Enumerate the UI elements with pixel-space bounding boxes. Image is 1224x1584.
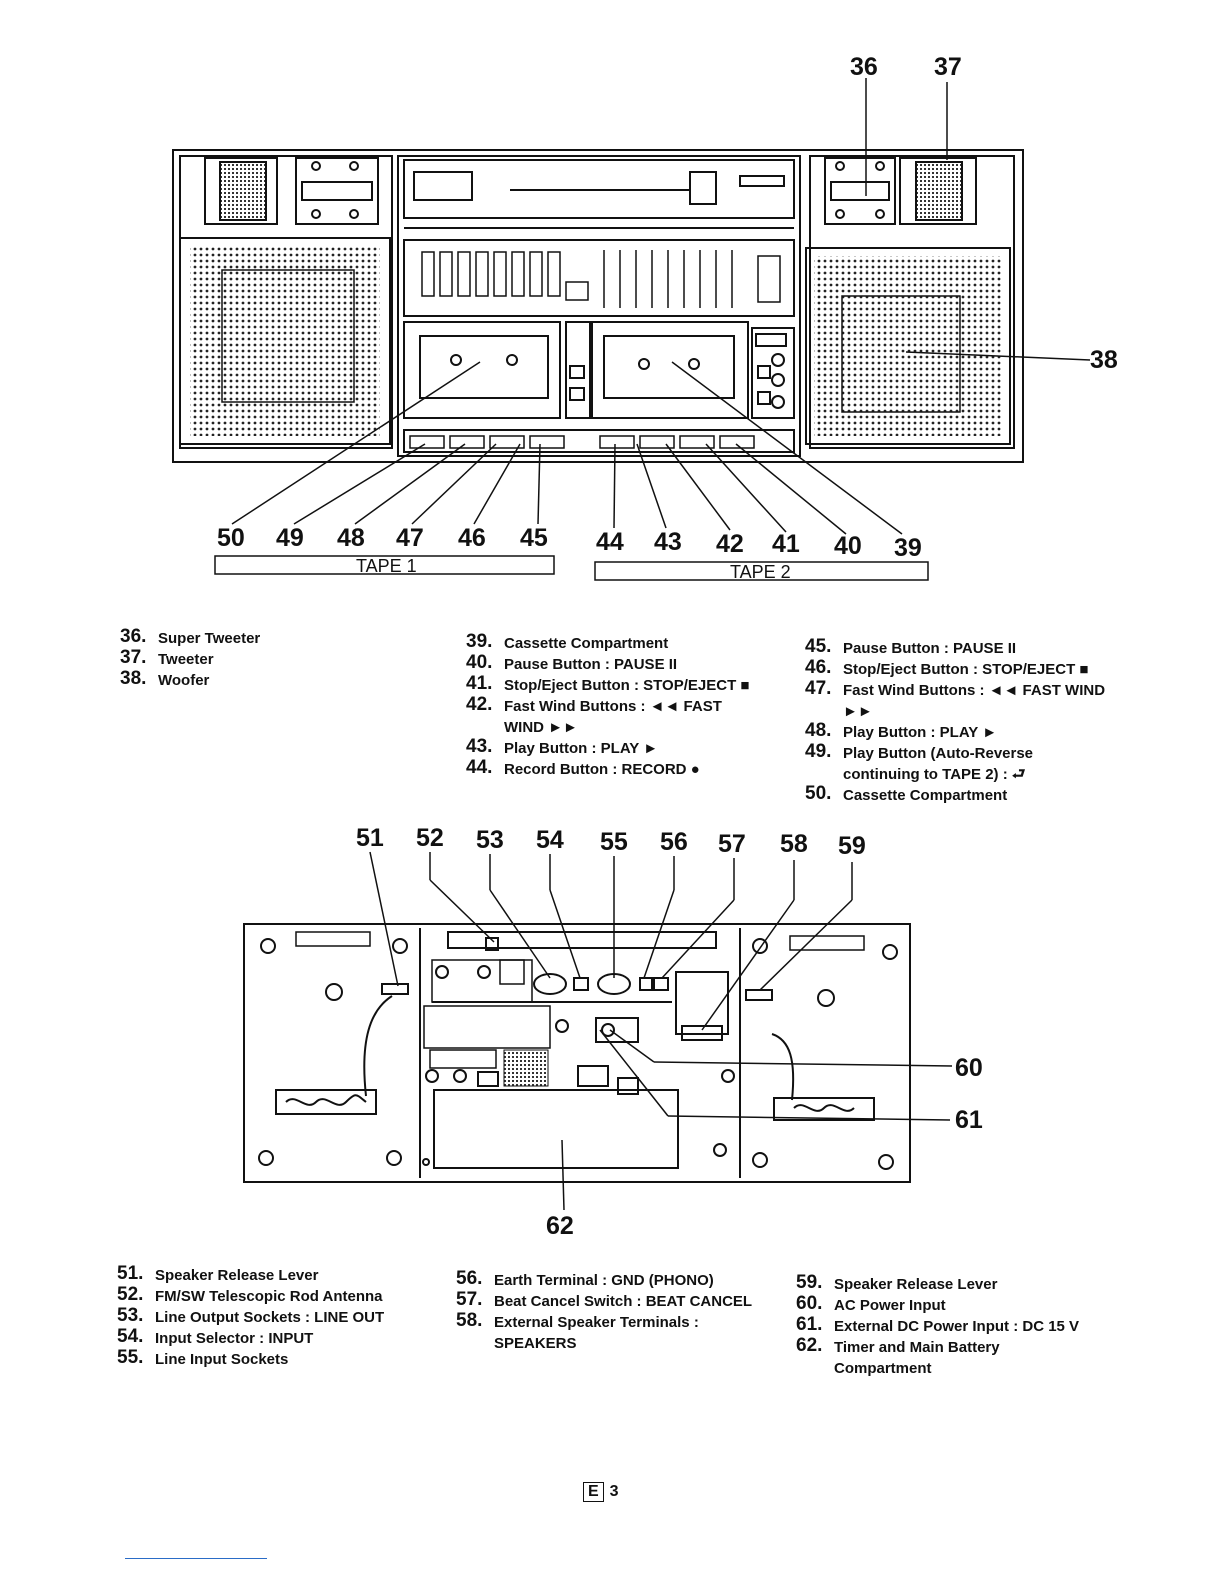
rear-view-callouts: 51 52 53 54 55 56 57 58 59 60 61 62 (356, 824, 983, 1240)
legend-item-52: 52.FM/SW Telescopic Rod Antenna (117, 1284, 383, 1305)
legend-rear-col1: 51.Speaker Release Lever 52.FM/SW Telesc… (117, 1263, 417, 1370)
legend-front-col2: 39.Cassette Compartment 40.Pause Button … (466, 631, 766, 780)
callout-61: 61 (955, 1106, 983, 1134)
legend-rear-col3: 59.Speaker Release Lever 60.AC Power Inp… (796, 1272, 1096, 1379)
tape1-label: TAPE 1 (356, 556, 417, 576)
legend-item-43: 43.Play Button : PLAY ► (466, 736, 659, 757)
tape2-label: TAPE 2 (730, 562, 791, 582)
legend-item-36: 36.Super Tweeter (120, 626, 261, 647)
footer-rule (125, 1558, 267, 1559)
rear-view-leader-lines (369, 851, 953, 1211)
legend-item-57: 57.Beat Cancel Switch : BEAT CANCEL (456, 1289, 753, 1310)
callout-54: 54 (536, 826, 564, 854)
legend-item-38: 38.Woofer (120, 668, 210, 689)
rear-view-drawing (243, 923, 911, 1183)
callout-39: 39 (894, 534, 922, 562)
callout-37: 37 (934, 53, 962, 81)
legend-item-40: 40.Pause Button : PAUSE II (466, 652, 678, 673)
callout-43: 43 (654, 528, 682, 556)
legend-item-55: 55.Line Input Sockets (117, 1347, 289, 1368)
legend-front-col3: 45.Pause Button : PAUSE II 46.Stop/Eject… (805, 636, 1107, 806)
legend-item-60: 60.AC Power Input (796, 1293, 946, 1314)
legend-item-62: 62.Timer and Main Battery Compartment (796, 1335, 1000, 1377)
callout-62: 62 (546, 1212, 574, 1240)
callout-52: 52 (416, 824, 444, 852)
legend-item-56: 56.Earth Terminal : GND (PHONO) (456, 1268, 714, 1289)
callout-51: 51 (356, 824, 384, 852)
legend-item-49: 49.Play Button (Auto-Reverse continuing … (805, 741, 1034, 783)
legend-item-54: 54.Input Selector : INPUT (117, 1326, 314, 1347)
callout-58: 58 (780, 830, 808, 858)
callout-60: 60 (955, 1054, 983, 1082)
legend-item-44: 44.Record Button : RECORD ● (466, 757, 700, 778)
legend-item-39: 39.Cassette Compartment (466, 631, 669, 652)
legend-item-61: 61.External DC Power Input : DC 15 V (796, 1314, 1080, 1335)
callout-55: 55 (600, 828, 628, 856)
legend-front-col1: 36.Super Tweeter 37.Tweeter 38.Woofer (120, 626, 420, 691)
legend-item-47: 47.Fast Wind Buttons : ◄◄ FAST WIND ►► (805, 678, 1106, 720)
callout-50: 50 (217, 524, 245, 552)
legend-item-45: 45.Pause Button : PAUSE II (805, 636, 1017, 657)
callout-48: 48 (337, 524, 365, 552)
tape-brackets (214, 555, 929, 581)
tape2-bracket (594, 561, 929, 581)
callout-40: 40 (834, 532, 862, 560)
callout-49: 49 (276, 524, 304, 552)
tape1-bracket (214, 555, 555, 575)
legend-item-50: 50.Cassette Compartment (805, 783, 1008, 804)
legend-item-59: 59.Speaker Release Lever (796, 1272, 998, 1293)
legend-item-41: 41.Stop/Eject Button : STOP/EJECT ■ (466, 673, 750, 694)
callout-36: 36 (850, 53, 878, 81)
legend-item-53: 53.Line Output Sockets : LINE OUT (117, 1305, 385, 1326)
legend-item-46: 46.Stop/Eject Button : STOP/EJECT ■ (805, 657, 1089, 678)
legend-item-48: 48.Play Button : PLAY ► (805, 720, 998, 741)
callout-42: 42 (716, 530, 744, 558)
legend-item-58: 58.External Speaker Terminals : SPEAKERS (456, 1310, 699, 1352)
callout-56: 56 (660, 828, 688, 856)
page-number: E 3 (583, 1482, 619, 1502)
front-view-leader-lines (231, 78, 1091, 535)
callout-38: 38 (1090, 346, 1118, 374)
callout-47: 47 (396, 524, 424, 552)
legend-rear-col2: 56.Earth Terminal : GND (PHONO) 57.Beat … (456, 1268, 758, 1354)
callout-45: 45 (520, 524, 548, 552)
front-view-drawing (172, 149, 1024, 463)
section-letter: E (583, 1482, 604, 1502)
page-number-value: 3 (609, 1483, 619, 1500)
callout-59: 59 (838, 832, 866, 860)
legend-item-42: 42.Fast Wind Buttons : ◄◄ FAST WIND ►► (466, 694, 722, 736)
callout-57: 57 (718, 830, 746, 858)
callout-44: 44 (596, 528, 624, 556)
front-view-callouts: 36 37 38 50 49 48 47 46 45 44 43 42 41 4… (217, 53, 1118, 562)
callout-53: 53 (476, 826, 504, 854)
legend-item-37: 37.Tweeter (120, 647, 214, 668)
callout-46: 46 (458, 524, 486, 552)
legend-item-51: 51.Speaker Release Lever (117, 1263, 319, 1284)
callout-41: 41 (772, 530, 800, 558)
